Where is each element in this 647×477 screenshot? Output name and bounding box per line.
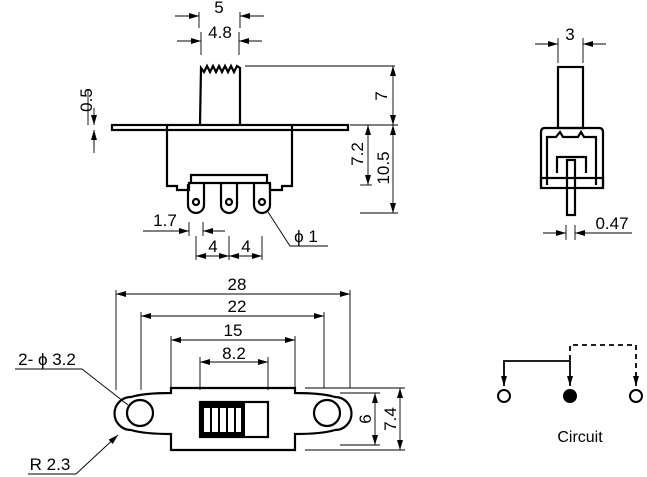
dim-6: 6 — [356, 414, 375, 423]
dim-7-4: 7.4 — [381, 407, 400, 431]
holes-label: 2- ϕ 3.2 — [18, 350, 76, 369]
dim-pitch-a: 4 — [208, 237, 217, 256]
dim-0-5: 0.5 — [77, 88, 96, 112]
top-view: 28 22 15 8.2 6 7.4 2- ϕ 3.2 R 2.3 — [15, 275, 405, 475]
dim-22: 22 — [228, 297, 247, 316]
side-base — [539, 176, 605, 190]
dim-hole-dia: ϕ 1 — [294, 227, 318, 246]
dim-28: 28 — [228, 275, 247, 294]
dim-10-5: 10.5 — [374, 151, 393, 184]
dim-7-2: 7.2 — [348, 142, 367, 166]
terminal-open-left — [497, 389, 511, 403]
mounting-hole-right — [312, 398, 342, 428]
dim-3: 3 — [565, 25, 574, 44]
top-body-outline — [113, 386, 353, 452]
mounting-plate — [110, 123, 350, 132]
side-view: 3 0.47 — [535, 25, 632, 240]
switch-body — [165, 125, 294, 192]
slider-knob — [200, 402, 245, 437]
dim-pitch-b: 4 — [241, 237, 250, 256]
mounting-hole-left — [125, 398, 155, 428]
dim-4-8: 4.8 — [208, 23, 232, 42]
dim-0-47: 0.47 — [595, 214, 628, 233]
side-actuator — [556, 65, 585, 130]
actuator — [198, 63, 242, 125]
radius-label: R 2.3 — [30, 455, 71, 474]
dim-8-2: 8.2 — [222, 344, 246, 363]
dim-1-7: 1.7 — [153, 211, 177, 230]
terminal-open-right — [629, 389, 643, 403]
dim-7: 7 — [372, 91, 391, 100]
terminals — [186, 184, 272, 215]
circuit-label: Circuit — [557, 429, 603, 446]
terminal-bar — [189, 173, 269, 183]
front-view: 5 4.8 0.5 7 10.5 7.2 1.7 4 4 ϕ 1 — [77, 0, 398, 260]
dim-15: 15 — [224, 321, 243, 340]
terminal-common — [563, 389, 577, 403]
dim-5: 5 — [214, 0, 223, 17]
circuit-diagram: Circuit — [497, 344, 643, 446]
